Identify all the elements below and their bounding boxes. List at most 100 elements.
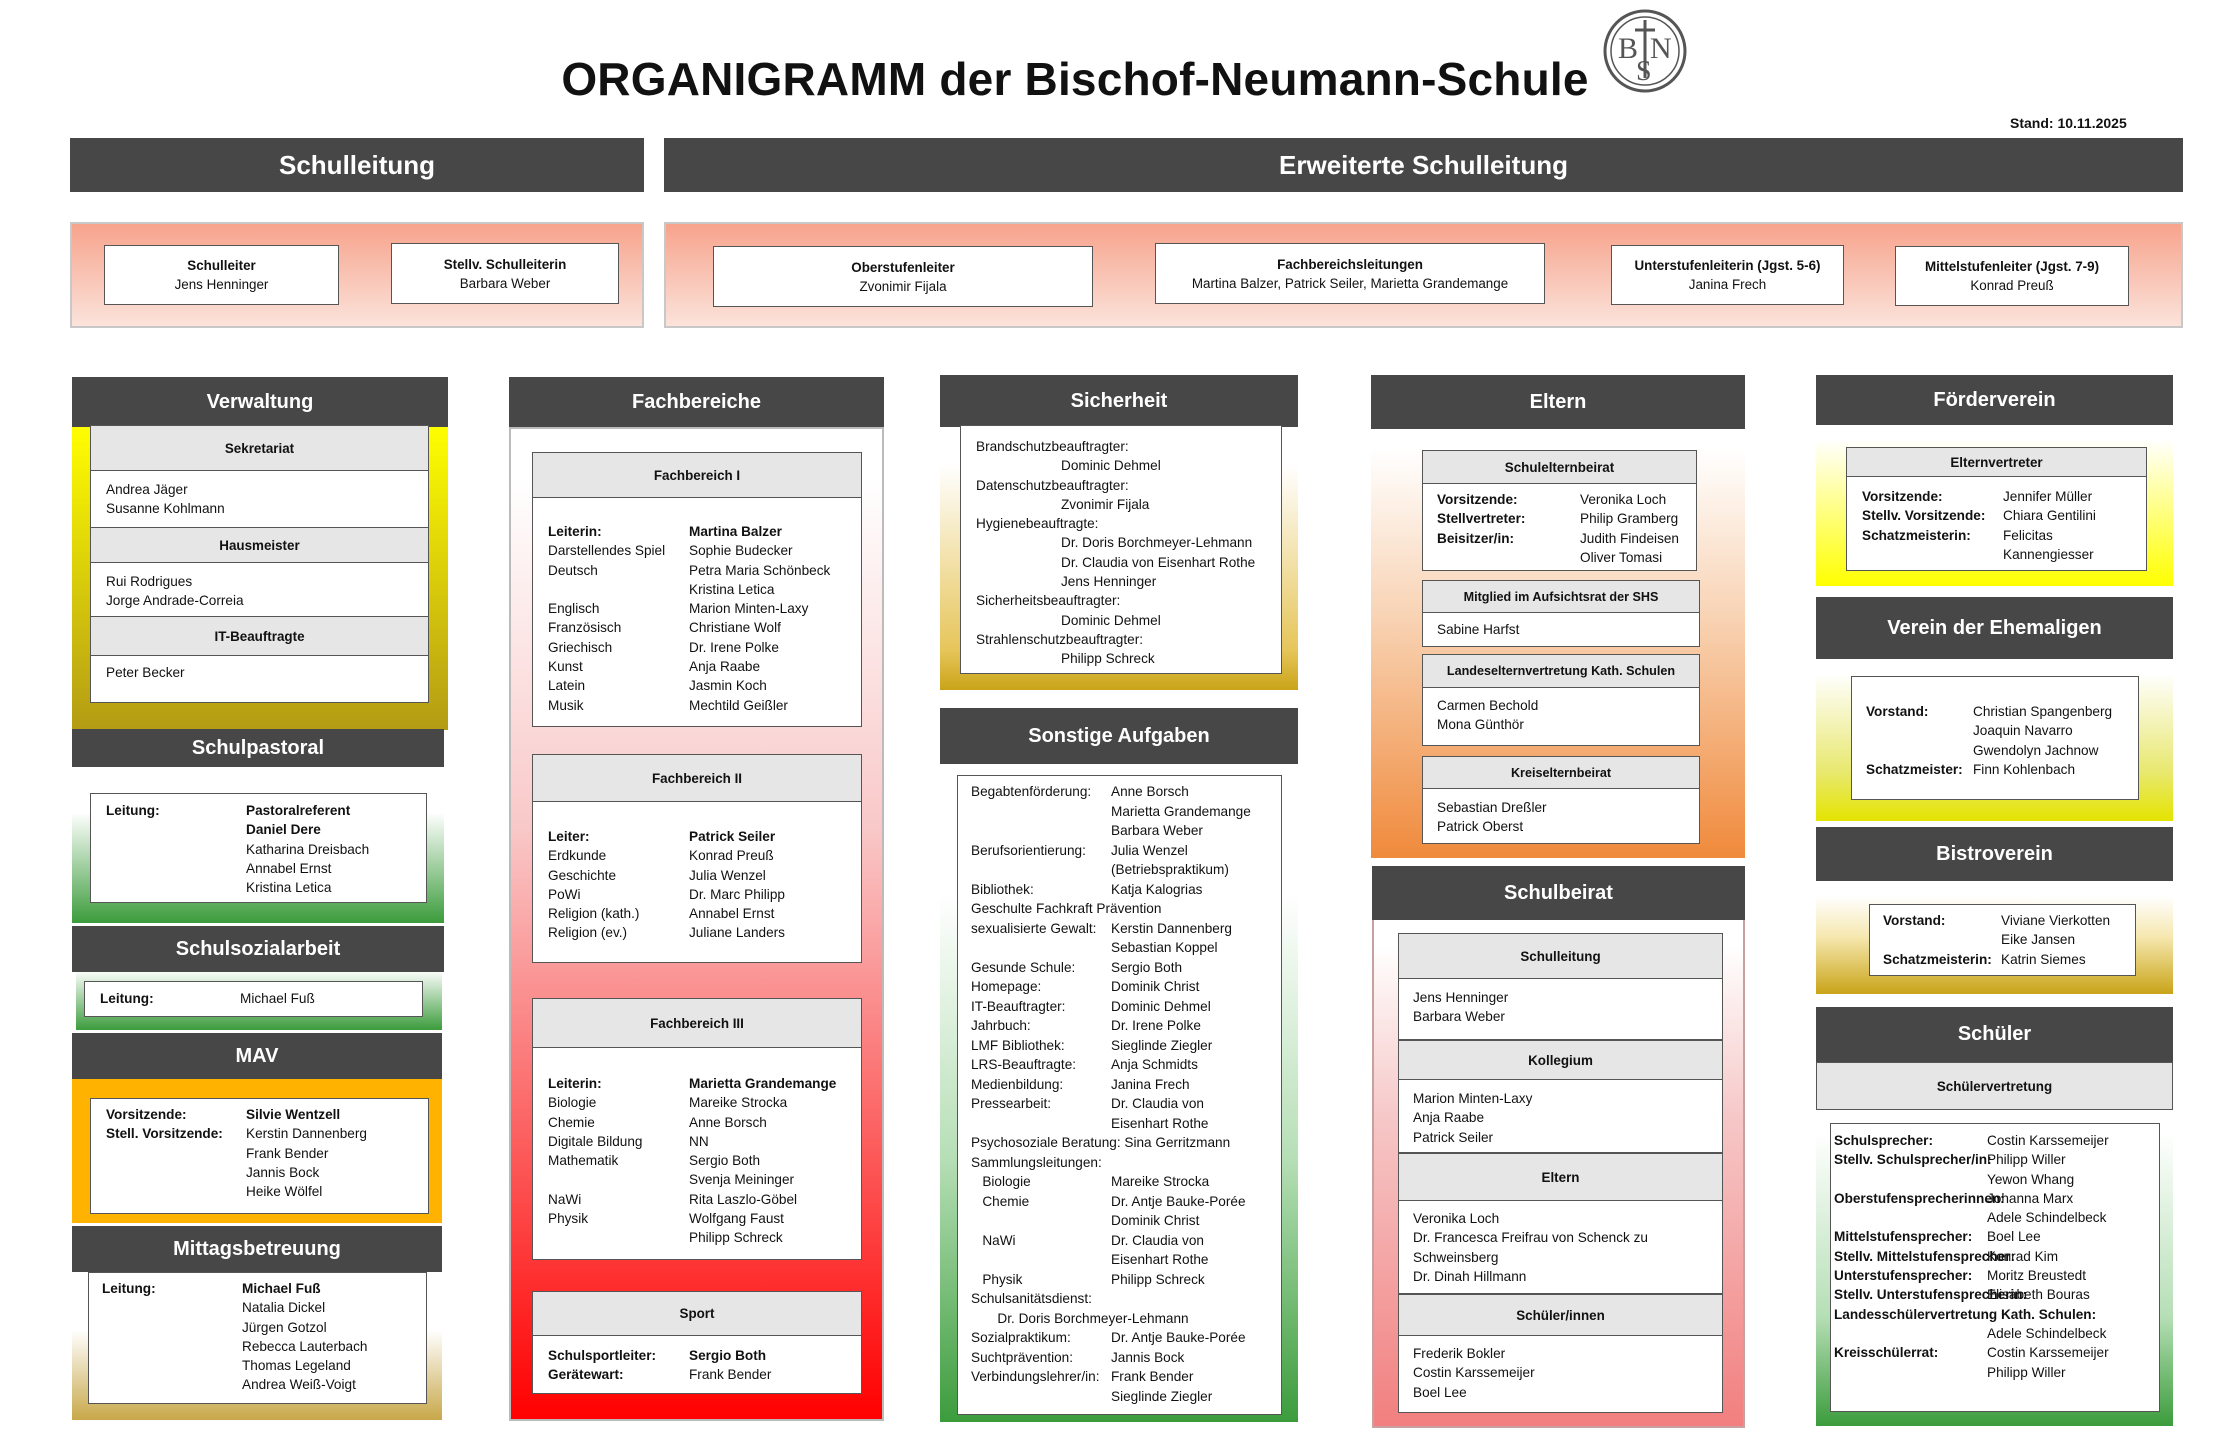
row-label <box>1834 1363 1987 1382</box>
lead-role: Pastoralreferent <box>246 803 351 818</box>
list-row: Schulsportleiter:Sergio Both <box>548 1346 771 1365</box>
row-value: Marion Minten-Laxy <box>689 601 809 617</box>
row-label: Physik <box>971 1271 1023 1287</box>
sonstige-header: Sonstige Aufgaben <box>940 708 1298 764</box>
name: Veronika Loch <box>1413 1211 1500 1226</box>
name: Marion Minten-Laxy <box>1413 1091 1533 1106</box>
row-value: Julia Wenzel <box>1111 842 1188 858</box>
schulsozialarbeit-header: Schulsozialarbeit <box>72 926 444 972</box>
list-row: Dominik Christ <box>971 1211 1251 1231</box>
name: Mona Günthör <box>1437 717 1524 733</box>
row-value: Philipp Willer <box>1987 1152 2066 1168</box>
list-row: Religion (kath.)Annabel Ernst <box>548 904 785 923</box>
row-value: Oliver Tomasi <box>1580 549 1663 565</box>
fb1-title: Fachbereich I <box>532 452 862 498</box>
row-label: Dr. Doris Borchmeyer-Lehmann <box>971 1310 1189 1326</box>
name: Peter Becker <box>106 665 185 680</box>
list-row: Philipp Schreck <box>548 1228 836 1247</box>
row-value: Veronika Loch <box>1580 492 1667 507</box>
row-label: Stellv. Schulsprecher/in: <box>1834 1152 1992 1168</box>
list-row: Unterstufensprecher:Moritz Breustedt <box>1834 1266 2109 1285</box>
person-name: Philipp Schreck <box>1061 651 1155 667</box>
list-row: Gesunde Schule:Sergio Both <box>971 958 1251 978</box>
it-names: Peter Becker <box>106 663 185 682</box>
row-value: Petra Maria Schönbeck <box>689 562 831 578</box>
schulpastoral-label: Leitung: <box>106 803 160 818</box>
lead-name: Silvie Wentzell <box>246 1107 341 1122</box>
mav-box <box>90 1098 429 1214</box>
foerderverein-header: Förderverein <box>1816 375 2173 425</box>
name: Jens Henninger <box>1413 990 1509 1005</box>
bistro-header: Bistroverein <box>1816 827 2173 881</box>
row-label: sexualisierte Gewalt: <box>971 920 1097 936</box>
row-label: Oberstufensprecherinnen: <box>1834 1190 2005 1206</box>
row-label <box>1834 1324 1987 1343</box>
row-label: Pressearbeit: <box>971 1096 1052 1111</box>
sb-eltern-title: Eltern <box>1398 1153 1723 1201</box>
row-value: Christian Spangenberg <box>1973 704 2113 719</box>
row-label: LRS-Beauftragte: <box>971 1057 1077 1072</box>
row-label: Begabtenförderung: <box>971 784 1092 799</box>
list-row: (Betriebspraktikum) <box>971 860 1251 880</box>
row-label: Schatzmeisterin: <box>1883 951 1992 967</box>
svg-text:S: S <box>1636 56 1652 87</box>
row-label: IT-Beauftragter: <box>971 998 1066 1014</box>
row-label <box>548 1228 689 1247</box>
list-row: Gwendolyn Jachnow <box>1866 741 2112 760</box>
list-row: Begabtenförderung:Anne Borsch <box>971 782 1251 802</box>
schulpastoral-names: Pastoralreferent Daniel Dere Katharina D… <box>246 801 369 897</box>
sb-schueler-title: Schüler/innen <box>1398 1294 1723 1336</box>
fachbereiche-header: Fachbereiche <box>509 377 884 427</box>
row-label <box>548 1170 689 1189</box>
row-value: Rita Laszlo-Göbel <box>689 1191 798 1207</box>
schuelervertretung-box <box>1830 1123 2160 1412</box>
row-value: Konrad Preuß <box>689 848 774 864</box>
row-label: Physik <box>548 1211 589 1227</box>
row-label <box>1862 545 2003 564</box>
bistro-box <box>1869 904 2136 976</box>
row-label: Berufsorientierung: <box>971 842 1086 858</box>
row-label: Leiterin: <box>548 1076 602 1091</box>
row-label: Schulsprecher: <box>1834 1133 1933 1148</box>
list-row: Schulsanitätsdienst: <box>971 1289 1251 1309</box>
row-value: Sergio Both <box>689 1153 761 1169</box>
list-row: Kristina Letica <box>548 580 830 599</box>
list-row: Sammlungsleitungen: <box>971 1153 1251 1173</box>
row-label: Vorstand: <box>1866 704 1929 719</box>
row-value: Johanna Marx <box>1987 1190 2074 1206</box>
list-row: Medienbildung:Janina Frech <box>971 1075 1251 1095</box>
list-row: Bibliothek:Katja Kalogrias <box>971 880 1251 900</box>
row-value: Jannis Bock <box>1111 1349 1185 1365</box>
row-label <box>971 802 1111 822</box>
name: Katharina Dreisbach <box>246 841 370 857</box>
row-value: Elisabeth Bouras <box>1987 1287 2090 1303</box>
fb2-title: Fachbereich II <box>532 754 862 802</box>
sb-sl-names: Jens Henninger Barbara Weber <box>1413 988 1508 1027</box>
name: Kerstin Dannenberg <box>246 1126 367 1142</box>
row-label: Französisch <box>548 620 622 636</box>
row-value: Mechtild Geißler <box>689 697 788 713</box>
row-value: Dr. Antje Bauke-Porée <box>1111 1330 1246 1345</box>
list-row: Landesschülervertretung Kath. Schulen: <box>1834 1305 2109 1324</box>
eltern-header: Eltern <box>1371 375 1745 429</box>
row-label: Leiterin: <box>548 524 602 539</box>
name: Sabine Harfst <box>1437 622 1520 637</box>
row-value: Barbara Weber <box>1111 823 1203 838</box>
row-label: Vorsitzende: <box>1437 492 1518 507</box>
row-label: Latein <box>548 678 586 694</box>
row-label: Englisch <box>548 601 600 617</box>
name: Schweinsberg <box>1413 1249 1499 1265</box>
row-value: Jennifer Müller <box>2003 489 2093 504</box>
list-row: Stellv. Mittelstufensprecher:Konrad Kim <box>1834 1247 2109 1266</box>
row-value: Kerstin Dannenberg <box>1111 920 1232 936</box>
list-row: Vorsitzende:Jennifer Müller <box>1862 487 2096 506</box>
